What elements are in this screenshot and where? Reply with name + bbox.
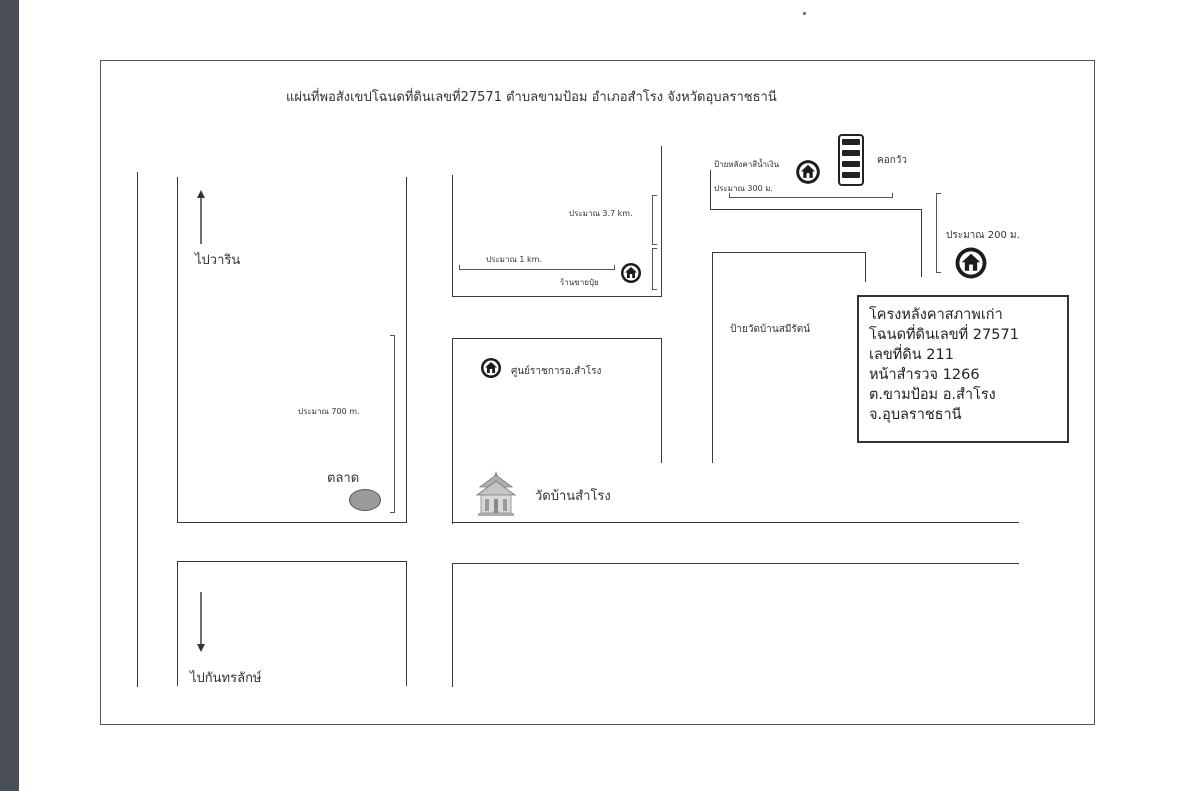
road-line	[452, 296, 662, 298]
distance-label: ประมาณ 1 km.	[486, 255, 543, 264]
home-icon	[481, 358, 501, 378]
shop-label: ร้านขายปุ๋ย	[560, 278, 599, 287]
road-line	[921, 209, 923, 277]
road-line	[406, 561, 408, 686]
property-line: ต.ขามป้อม อ.สำโรง	[869, 387, 996, 403]
market-label: ตลาด	[327, 471, 360, 486]
distance-label: ประมาณ 3.7 km.	[569, 209, 633, 218]
map-title: แผ่นที่พอสังเขปโฉนดที่ดินเลขที่27571 ตำบ…	[286, 90, 777, 105]
crosswalk-icon	[838, 134, 864, 186]
distance-label: ประมาณ 300 ม.	[714, 184, 774, 193]
road-line	[710, 209, 922, 211]
viewer-sidebar	[0, 0, 19, 791]
home-icon	[955, 247, 987, 279]
road-line	[177, 522, 407, 524]
market-marker	[349, 489, 381, 511]
distance-label: ประมาณ 700 m.	[298, 407, 360, 416]
government-center-label: ศูนย์ราชการอ.สำโรง	[511, 366, 602, 377]
arrow-down-icon	[197, 592, 205, 652]
road-line	[406, 177, 408, 523]
road-line	[177, 177, 179, 523]
home-icon	[621, 263, 641, 283]
distance-label: ประมาณ 200 ม.	[946, 230, 1020, 241]
road-line	[177, 561, 179, 686]
scan-speck	[803, 12, 806, 15]
road-line	[452, 563, 1019, 565]
road-line	[452, 338, 454, 524]
road-line	[452, 338, 661, 340]
property-line: หน้าสำรวจ 1266	[869, 367, 980, 383]
distance-bracket	[652, 195, 657, 245]
home-icon	[796, 160, 820, 184]
temple-icon	[475, 471, 517, 516]
distance-bracket	[459, 265, 615, 270]
road-line	[177, 561, 407, 563]
road-line	[712, 252, 714, 463]
road-line	[710, 170, 712, 210]
road-line	[452, 175, 454, 297]
temple-label: วัดบ้านสำโรง	[535, 489, 611, 504]
road-line	[661, 146, 663, 297]
property-line: โครงหลังคาสภาพเก่า	[869, 307, 1003, 323]
distance-bracket	[390, 335, 395, 513]
road-line	[865, 252, 867, 282]
road-line	[712, 252, 866, 254]
direction-north-label: ไปวาริน	[195, 253, 241, 268]
road-line	[452, 563, 454, 687]
distance-bracket	[936, 193, 941, 273]
property-line: โฉนดที่ดินเลขที่ 27571	[869, 327, 1019, 343]
blue-roof-sign-label: ป้ายหลังคาสีน้ำเงิน	[714, 160, 780, 169]
distance-bracket	[729, 193, 893, 198]
property-line: เลขที่ดิน 211	[869, 347, 954, 363]
road-line	[661, 338, 663, 463]
temple-sign-label: ป้ายวัดบ้านสมีรัตน์	[730, 324, 811, 335]
map-frame	[100, 60, 1095, 725]
property-info-box: โครงหลังคาสภาพเก่า โฉนดที่ดินเลขที่ 2757…	[857, 295, 1069, 443]
road-line	[452, 522, 1019, 524]
property-line: จ.อุบลราชธานี	[869, 407, 962, 423]
road-line	[137, 172, 139, 687]
arrow-up-icon	[197, 190, 205, 244]
direction-south-label: ไปกันทรลักษ์	[190, 671, 262, 686]
distance-bracket	[652, 248, 657, 290]
crossroad-label: คอกวัว	[877, 155, 907, 166]
